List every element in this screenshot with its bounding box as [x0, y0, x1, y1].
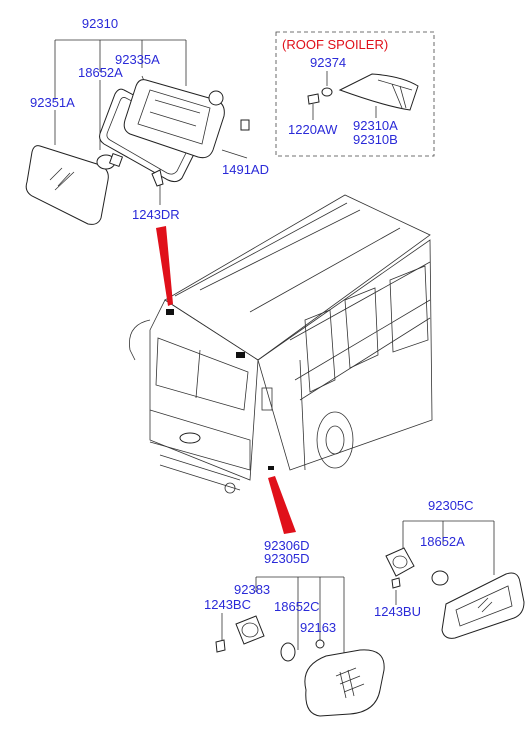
label-92163: 92163: [300, 620, 336, 635]
socket-right: [385, 547, 415, 577]
marker-lamp-92305C-lens: [455, 585, 513, 627]
bus-roof-lines: [174, 202, 401, 313]
marker-lamp-92305D: [304, 649, 385, 717]
marker-lamp-92305C-hatch: [477, 597, 493, 613]
bulb-base-top: [108, 152, 124, 168]
label-1243DR: 1243DR: [132, 207, 180, 222]
screw-1243BU: [391, 577, 401, 589]
leader-92305C: [402, 520, 495, 575]
roof-spoiler-box: [275, 31, 435, 157]
marker-lamp-92305C: [441, 572, 525, 639]
label-92305C: 92305C: [428, 498, 474, 513]
mirror-left: [129, 319, 151, 361]
bulb-18652C: [280, 642, 296, 662]
socket-92383: [235, 615, 265, 645]
pointer-roof-marker: [156, 226, 173, 306]
mirror-right: [261, 387, 273, 411]
label-92306D: 92306D: [264, 538, 310, 553]
grommet-92374: [321, 87, 333, 97]
roof-marker-position: [166, 309, 174, 315]
label-92310B: 92310B: [353, 132, 398, 147]
label-92310: 92310: [82, 16, 118, 31]
label-1220AW: 1220AW: [288, 122, 338, 137]
marker-lamp-92305D-hatch: [335, 667, 365, 699]
pointer-side-marker: [268, 476, 296, 534]
screw-1220AW: [307, 93, 320, 105]
side-marker-position: [268, 466, 274, 470]
front-emblem: [179, 432, 201, 444]
housing-92310: [123, 79, 225, 159]
label-92335A: 92335A: [115, 52, 160, 67]
roof-marker-position-2: [236, 352, 245, 358]
windshield-divider: [195, 349, 201, 399]
label-18652A-top: 18652A: [78, 65, 123, 80]
front-grille: [149, 409, 251, 471]
leader-1491AD: [221, 149, 248, 159]
windshield: [155, 337, 249, 411]
screw-1243DR: [151, 169, 164, 187]
socket-right-ring: [392, 555, 408, 569]
label-92374: 92374: [310, 55, 346, 70]
front-wheel-hub: [325, 425, 345, 455]
label-18652C: 18652C: [274, 599, 320, 614]
label-92351A: 92351A: [30, 95, 75, 110]
lens-92351A: [25, 145, 109, 225]
bus-side: [257, 239, 433, 471]
label-92383: 92383: [234, 582, 270, 597]
lens-hatch: [49, 167, 75, 191]
front-bumper: [159, 454, 241, 491]
label-92305D: 92305D: [264, 551, 310, 566]
spoiler-lamp-92310A: [338, 73, 419, 111]
bulb-18652A-right: [431, 570, 449, 586]
side-windows: [304, 265, 429, 393]
label-1243BC: 1243BC: [204, 597, 251, 612]
door-line: [299, 359, 306, 471]
nut-1491AD: [240, 119, 250, 131]
housing-inner: [137, 89, 211, 145]
leader-lines-92310: [54, 39, 187, 100]
bus-front: [149, 299, 259, 481]
bus-illustration: [129, 194, 433, 494]
leader-92305D: [255, 576, 345, 658]
bus-roof: [164, 194, 431, 361]
grommet-92163: [315, 639, 325, 649]
side-marker-92305D-assembly: 92306D 92305D 92383 1243BC 18652C 92163: [204, 538, 385, 717]
label-1491AD: 1491AD: [222, 162, 269, 177]
socket-92383-ring: [241, 622, 259, 638]
screw-1243BC: [215, 639, 226, 653]
label-1243BU: 1243BU: [374, 604, 421, 619]
roof-spoiler-group: (ROOF SPOILER) 92374 1220AW 92310A 92310…: [275, 31, 435, 157]
label-92310A: 92310A: [353, 118, 398, 133]
front-wheel: [316, 411, 354, 469]
socket-top: [208, 90, 224, 106]
label-18652A-right: 18652A: [420, 534, 465, 549]
spoiler-lamp-lines: [377, 79, 413, 109]
fog-lamp: [224, 482, 236, 494]
bus-side-windows: [289, 261, 431, 401]
side-marker-92305C-assembly: 92305C 18652A 1243BU: [374, 498, 525, 639]
roof-marker-lamp-assembly: 92310 92335A 18652A 92351A 1491AD 1243DR: [25, 16, 269, 225]
label-roof-spoiler: (ROOF SPOILER): [282, 37, 388, 52]
housing-ribs: [149, 99, 201, 127]
